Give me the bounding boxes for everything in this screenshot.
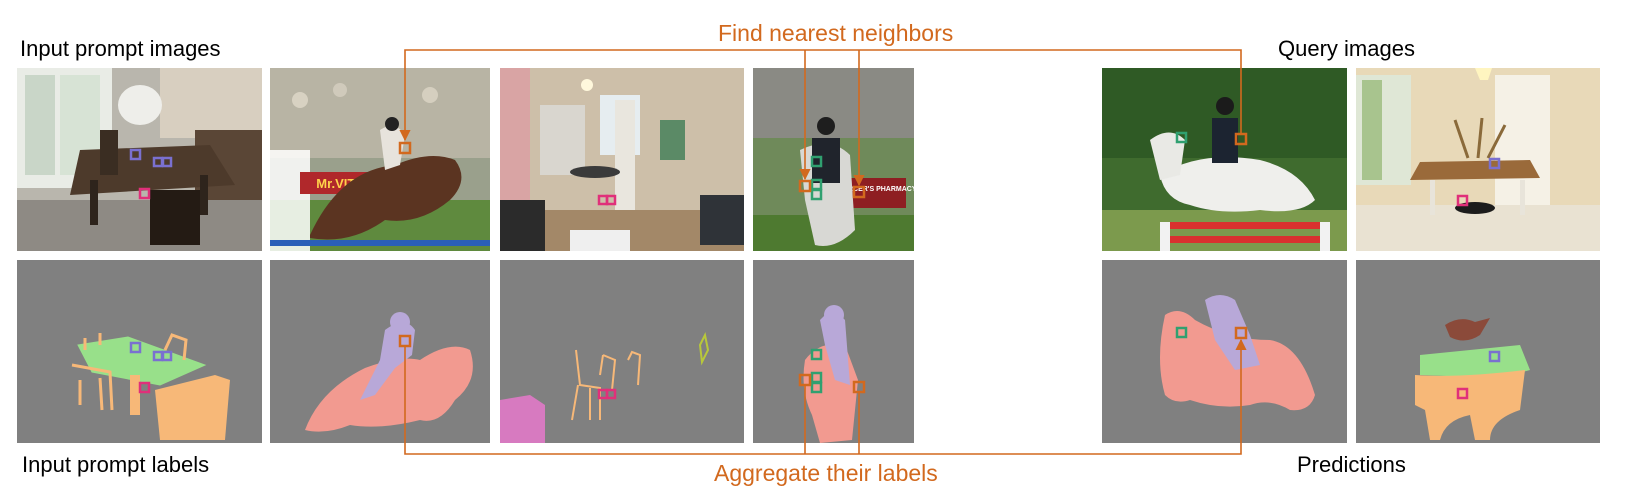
kitchen-label-map xyxy=(500,260,744,443)
find-neighbors-connector xyxy=(399,49,1242,187)
predictions-label: Predictions xyxy=(1297,452,1406,477)
query-dining-photo xyxy=(1356,68,1600,251)
query-horse-prediction-map xyxy=(1102,260,1347,443)
query-images-label: Query images xyxy=(1278,36,1415,61)
input-prompt-images-label: Input prompt images xyxy=(20,36,221,61)
aggregate-their-labels-label: Aggregate their labels xyxy=(714,460,938,486)
query-horse-photo xyxy=(1102,68,1347,251)
input-prompt-labels-label: Input prompt labels xyxy=(22,452,210,477)
aggregate-labels-connector xyxy=(404,338,1247,455)
find-nearest-neighbors-label: Find nearest neighbors xyxy=(718,20,954,46)
pharmacy-sign-text: MERCER'S PHARMACY xyxy=(837,186,916,193)
horse-jump-label-map xyxy=(270,260,490,443)
kitchen-photo xyxy=(500,68,744,251)
dining-room-photo xyxy=(17,68,262,251)
horse-rider-label-map xyxy=(753,260,914,443)
query-dining-prediction-map xyxy=(1356,260,1600,443)
horse-jump-photo-1: Mr.VITA xyxy=(270,68,490,251)
horse-rider-photo-2: MERCER'S PHARMACY xyxy=(753,68,916,251)
